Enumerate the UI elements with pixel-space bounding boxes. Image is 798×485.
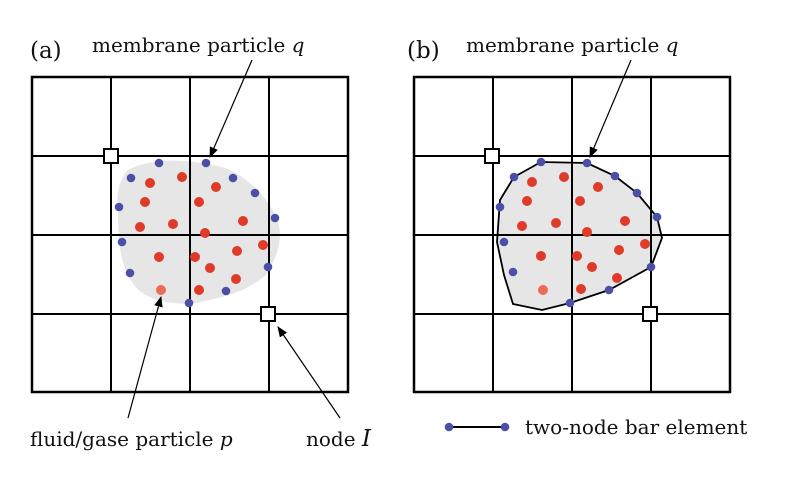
fluid-particle-b-0 xyxy=(527,177,537,187)
membrane-region-a xyxy=(117,160,280,304)
fluid-particle-a-15 xyxy=(194,285,204,295)
node-square-b-1 xyxy=(642,306,658,322)
panel-b-label: (b) xyxy=(407,38,440,64)
particles-b xyxy=(495,157,662,308)
membrane-particle-a-7 xyxy=(221,286,231,296)
fluid-particle-b-12 xyxy=(614,245,624,255)
fluid-particle-a-4 xyxy=(194,197,204,207)
fluid-particle-b-14 xyxy=(612,273,622,283)
fluid-particle-b-4 xyxy=(575,196,585,206)
fluid-particle-b-15 xyxy=(576,284,586,294)
fluid-particle-b-13 xyxy=(587,262,597,272)
membrane-particle-a-2 xyxy=(201,158,211,168)
fluid-particle-b-10 xyxy=(536,251,546,261)
membrane-particle-b-4 xyxy=(632,188,642,198)
membrane-particle-a-11 xyxy=(114,202,124,212)
node-square-b-0 xyxy=(484,148,500,164)
membrane-particle-a-3 xyxy=(228,173,238,183)
fluid-particle-a-12 xyxy=(232,246,242,256)
particles-a xyxy=(114,158,280,308)
membrane-particle-a-5 xyxy=(270,213,280,223)
membrane-particle-a-9 xyxy=(125,268,135,278)
grid-border-a xyxy=(30,75,350,394)
fluid-particle-a-8 xyxy=(200,228,210,238)
fluid-particle-b-3 xyxy=(522,196,532,206)
membrane-particle-a-0 xyxy=(126,173,136,183)
membrane-arrow-a xyxy=(209,59,253,158)
node-square-a-0 xyxy=(103,148,119,164)
membrane-particle-b-3 xyxy=(610,171,620,181)
legend-bar-element: two-node bar element xyxy=(444,415,747,439)
panel-a-membrane-label: membrane particle q xyxy=(92,33,304,57)
panel-a-label: (a) xyxy=(30,38,62,64)
legend-node-left xyxy=(444,422,454,432)
fluid-particle-a-0 xyxy=(145,178,155,188)
fluid-particle-b-7 xyxy=(620,216,630,226)
fluid-particle-b-9 xyxy=(640,239,650,249)
fluid-particle-a-13 xyxy=(205,263,215,273)
panel-b-membrane-label: membrane particle q xyxy=(466,33,678,57)
fluid-particle-a-3 xyxy=(140,197,150,207)
grid-b xyxy=(412,75,732,394)
node-square-a-1 xyxy=(260,306,276,322)
membrane-particle-b-1 xyxy=(536,157,546,167)
panel-b: (b) membrane particle q xyxy=(407,33,732,394)
fluid-particle-a-7 xyxy=(238,216,248,226)
fluid-particle-a-10 xyxy=(154,252,164,262)
membrane-particle-a-10 xyxy=(117,237,127,247)
membrane-particle-b-8 xyxy=(565,298,575,308)
membrane-particle-a-4 xyxy=(250,188,260,198)
fluid-particle-a-5 xyxy=(135,222,145,232)
fluid-particle-p-b-0 xyxy=(538,285,548,295)
fluid-particle-label: fluid/gase particle p xyxy=(30,427,233,451)
fluid-particle-a-1 xyxy=(177,172,187,182)
membrane-particle-b-2 xyxy=(582,158,592,168)
fluid-particle-a-6 xyxy=(168,219,178,229)
membrane-particle-b-5 xyxy=(652,212,662,222)
nodes-a xyxy=(103,148,276,322)
fluid-particle-a-14 xyxy=(231,274,241,284)
fluid-particle-b-8 xyxy=(582,227,592,237)
fluid-particle-b-2 xyxy=(593,182,603,192)
node-arrow xyxy=(277,326,341,419)
fluid-particle-a-11 xyxy=(190,252,200,262)
membrane-particle-b-0 xyxy=(509,172,519,182)
membrane-particle-b-11 xyxy=(495,202,505,212)
membrane-particle-a-1 xyxy=(154,158,164,168)
grid-a xyxy=(30,75,350,394)
fluid-particle-a-9 xyxy=(258,240,268,250)
membrane-particle-b-7 xyxy=(604,285,614,295)
fluid-particle-b-5 xyxy=(517,221,527,231)
membrane-particle-b-9 xyxy=(508,267,518,277)
grid-border-b xyxy=(412,75,732,394)
fluid-particle-p-a-0 xyxy=(156,285,166,295)
membrane-arrow-b xyxy=(589,59,632,158)
fluid-particle-b-11 xyxy=(572,251,582,261)
node-label: node I xyxy=(306,426,372,452)
membrane-particle-b-10 xyxy=(499,237,509,247)
membrane-particle-b-6 xyxy=(646,262,656,272)
fluid-particle-b-6 xyxy=(551,218,561,228)
legend-label: two-node bar element xyxy=(525,415,747,439)
nodes-b xyxy=(484,148,658,322)
fluid-arrow xyxy=(127,295,163,419)
fluid-particle-b-1 xyxy=(559,172,569,182)
membrane-particle-a-6 xyxy=(263,262,273,272)
membrane-particle-a-8 xyxy=(184,298,194,308)
panel-a: (a) membrane particle q fluid/gase parti… xyxy=(30,33,372,452)
fluid-particle-a-2 xyxy=(211,182,221,192)
legend-node-right xyxy=(500,422,510,432)
